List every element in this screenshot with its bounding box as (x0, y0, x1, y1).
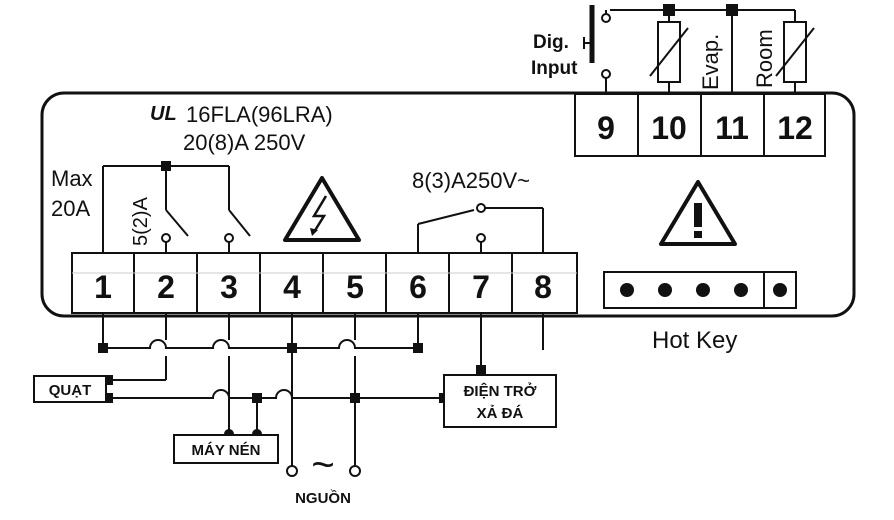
relay-rating-line1: 16FLA(96LRA) (186, 102, 333, 127)
dig-input-label-2: Input (531, 58, 578, 79)
terminal-4-label: 4 (283, 269, 301, 305)
fan-load: QUẠT (33, 375, 107, 403)
terminal-block-sensors (574, 93, 826, 157)
svg-text:XẢ ĐÁ: XẢ ĐÁ (477, 405, 524, 422)
power-label: NGUỒN (295, 489, 351, 507)
max-label-2: 20A (51, 196, 90, 221)
sensor-wiring (583, 4, 815, 94)
terminal-10-label: 10 (651, 110, 687, 146)
ul-certification-icon: UL (150, 103, 177, 125)
svg-text:UL: UL (150, 103, 177, 125)
terminal-block-main (71, 252, 578, 314)
svg-text:ĐIỆN TRỞ: ĐIỆN TRỞ (464, 382, 537, 400)
terminal-5-label: 5 (346, 269, 364, 305)
defrost-relay-rating: 8(3)A250V~ (412, 168, 530, 193)
relay-rating-line2: 20(8)A 250V (183, 130, 306, 155)
compressor-load: MÁY NÉN (173, 434, 279, 464)
terminal-1-label: 1 (94, 269, 112, 305)
max-label-1: Max (51, 166, 93, 191)
relay-contacts (102, 161, 544, 253)
terminal-8-label: 8 (534, 269, 552, 305)
controller-body (40, 91, 856, 318)
terminal-11-label: 11 (715, 110, 749, 146)
caution-warning-icon (659, 180, 737, 246)
fan-relay-rating: 5(2)A (130, 196, 152, 246)
terminal-3-label: 3 (220, 269, 238, 305)
external-wiring (98, 313, 544, 477)
terminal-7-label: 7 (472, 269, 490, 305)
svg-text:QUẠT: QUẠT (49, 382, 92, 399)
hot-key-connector (603, 271, 797, 309)
defrost-heater-load: ĐIỆN TRỞ XẢ ĐÁ (443, 374, 557, 428)
terminal-6-label: 6 (409, 269, 427, 305)
svg-text:MÁY NÉN: MÁY NÉN (192, 442, 261, 459)
high-voltage-warning-icon (283, 176, 361, 242)
terminal-12-label: 12 (777, 110, 813, 146)
room-sensor-label: Room (752, 29, 777, 88)
terminal-2-label: 2 (157, 269, 175, 305)
hot-key-label: Hot Key (652, 327, 737, 354)
ac-symbol: ~ (311, 443, 334, 487)
dig-input-label-1: Dig. (533, 32, 569, 53)
terminal-9-label: 9 (597, 110, 615, 146)
evap-sensor-label: Evap. (698, 34, 723, 90)
